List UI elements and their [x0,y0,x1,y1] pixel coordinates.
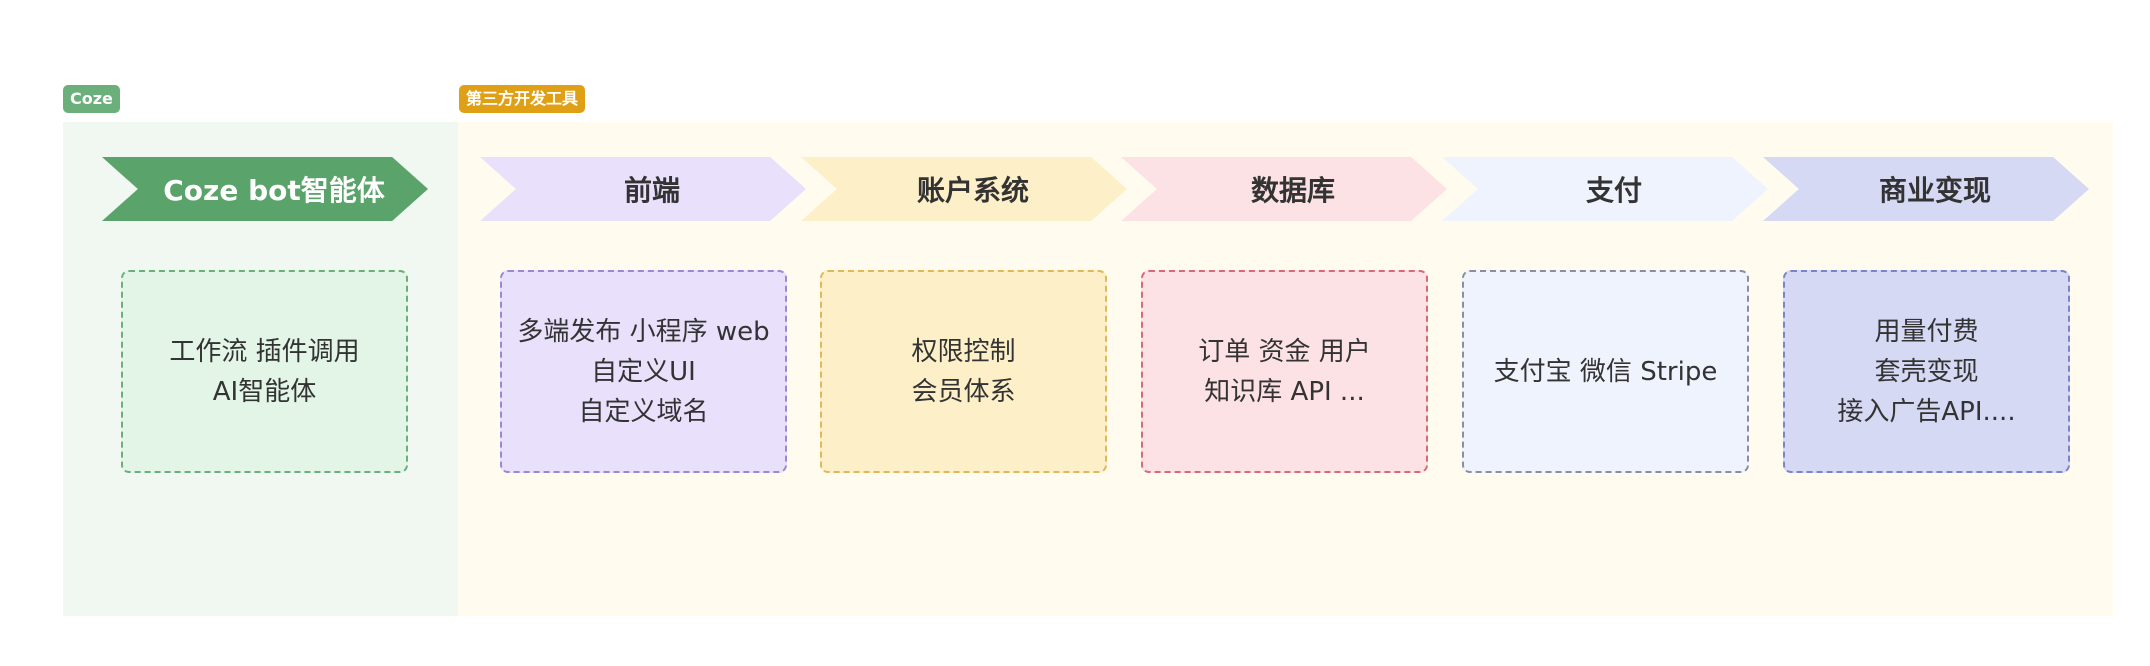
database-card: 订单 资金 用户 知识库 API ... [1141,270,1428,473]
monetization-card-line: 接入广告API.... [1837,396,2016,427]
coze-card-line: AI智能体 [212,376,317,407]
monetization-header: 商业变现 [1763,157,2089,221]
monetization-card-line: 用量付费 [1874,316,1979,347]
account-system-card-line: 会员体系 [911,376,1016,407]
frontend-card-line: 自定义UI [591,356,696,387]
coze-card: 工作流 插件调用 AI智能体 [121,270,408,473]
account-system-card-line: 权限控制 [911,336,1016,367]
payment-card-line: 支付宝 微信 Stripe [1493,356,1718,387]
third-party-tools-tag: 第三方开发工具 [459,85,586,113]
monetization-card: 用量付费 套壳变现 接入广告API.... [1783,270,2070,473]
frontend-header: 前端 [480,157,806,221]
payment-card: 支付宝 微信 Stripe [1462,270,1749,473]
monetization-card-line: 套壳变现 [1874,356,1979,387]
payment-header: 支付 [1442,157,1768,221]
frontend-card: 多端发布 小程序 web 自定义UI 自定义域名 [500,270,787,473]
frontend-card-line: 自定义域名 [578,396,709,427]
database-card-line: 订单 资金 用户 [1198,336,1371,367]
database-header: 数据库 [1121,157,1447,221]
account-system-header: 账户系统 [801,157,1127,221]
coze-tag: Coze [63,85,120,113]
database-card-line: 知识库 API ... [1204,376,1365,407]
coze-bot-header: Coze bot智能体 [102,157,428,221]
account-system-card: 权限控制 会员体系 [820,270,1107,473]
frontend-card-line: 多端发布 小程序 web [517,316,770,347]
coze-card-line: 工作流 插件调用 [169,336,360,367]
